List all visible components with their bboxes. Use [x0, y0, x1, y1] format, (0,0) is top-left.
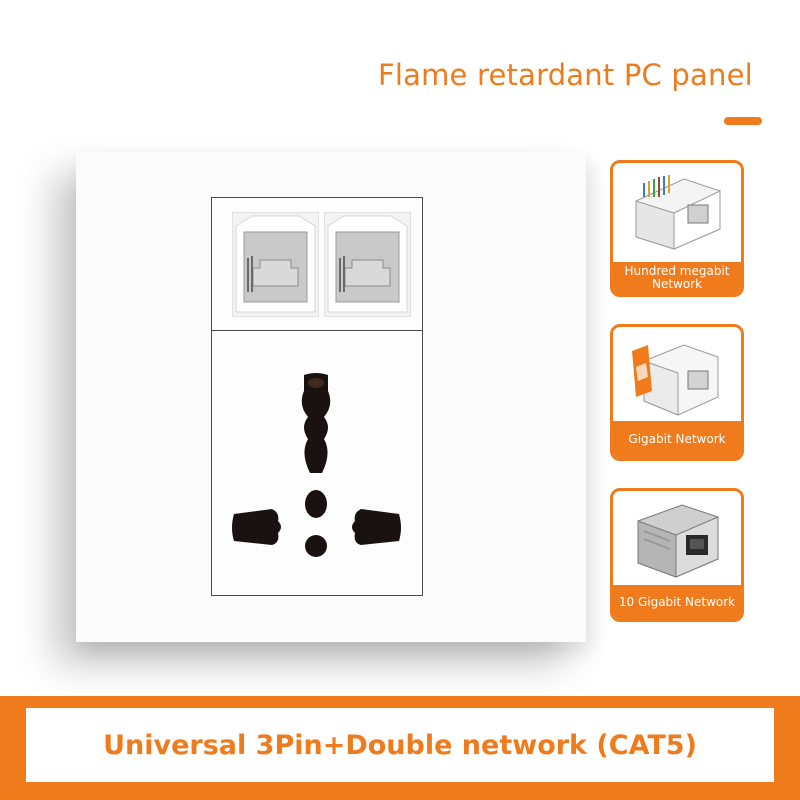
cat5e-keystone-icon: [635, 175, 721, 250]
module-card-gigabit: Gigabit Network: [610, 324, 744, 461]
headline-underline: [724, 117, 762, 125]
module-card-hundred-megabit: Hundred megabit Network: [610, 160, 744, 297]
universal-socket-icon: [232, 373, 401, 557]
product-banner-inner: Universal 3Pin+Double network (CAT5): [26, 708, 774, 782]
module-card-label: Hundred megabit Network: [613, 262, 741, 294]
universal-socket-module: [211, 331, 423, 596]
module-card-10-gigabit: 10 Gigabit Network: [610, 488, 744, 622]
module-card-label: Gigabit Network: [613, 421, 741, 458]
headline: Flame retardant PC panel: [378, 58, 753, 92]
network-module: [211, 197, 423, 331]
rj45-port-left: [232, 212, 319, 317]
module-card-label: 10 Gigabit Network: [613, 585, 741, 619]
product-name: Universal 3Pin+Double network (CAT5): [103, 729, 697, 761]
rj45-port-right: [324, 212, 411, 317]
shielded-keystone-icon: [637, 504, 719, 578]
cat6-keystone-icon: [632, 344, 719, 416]
